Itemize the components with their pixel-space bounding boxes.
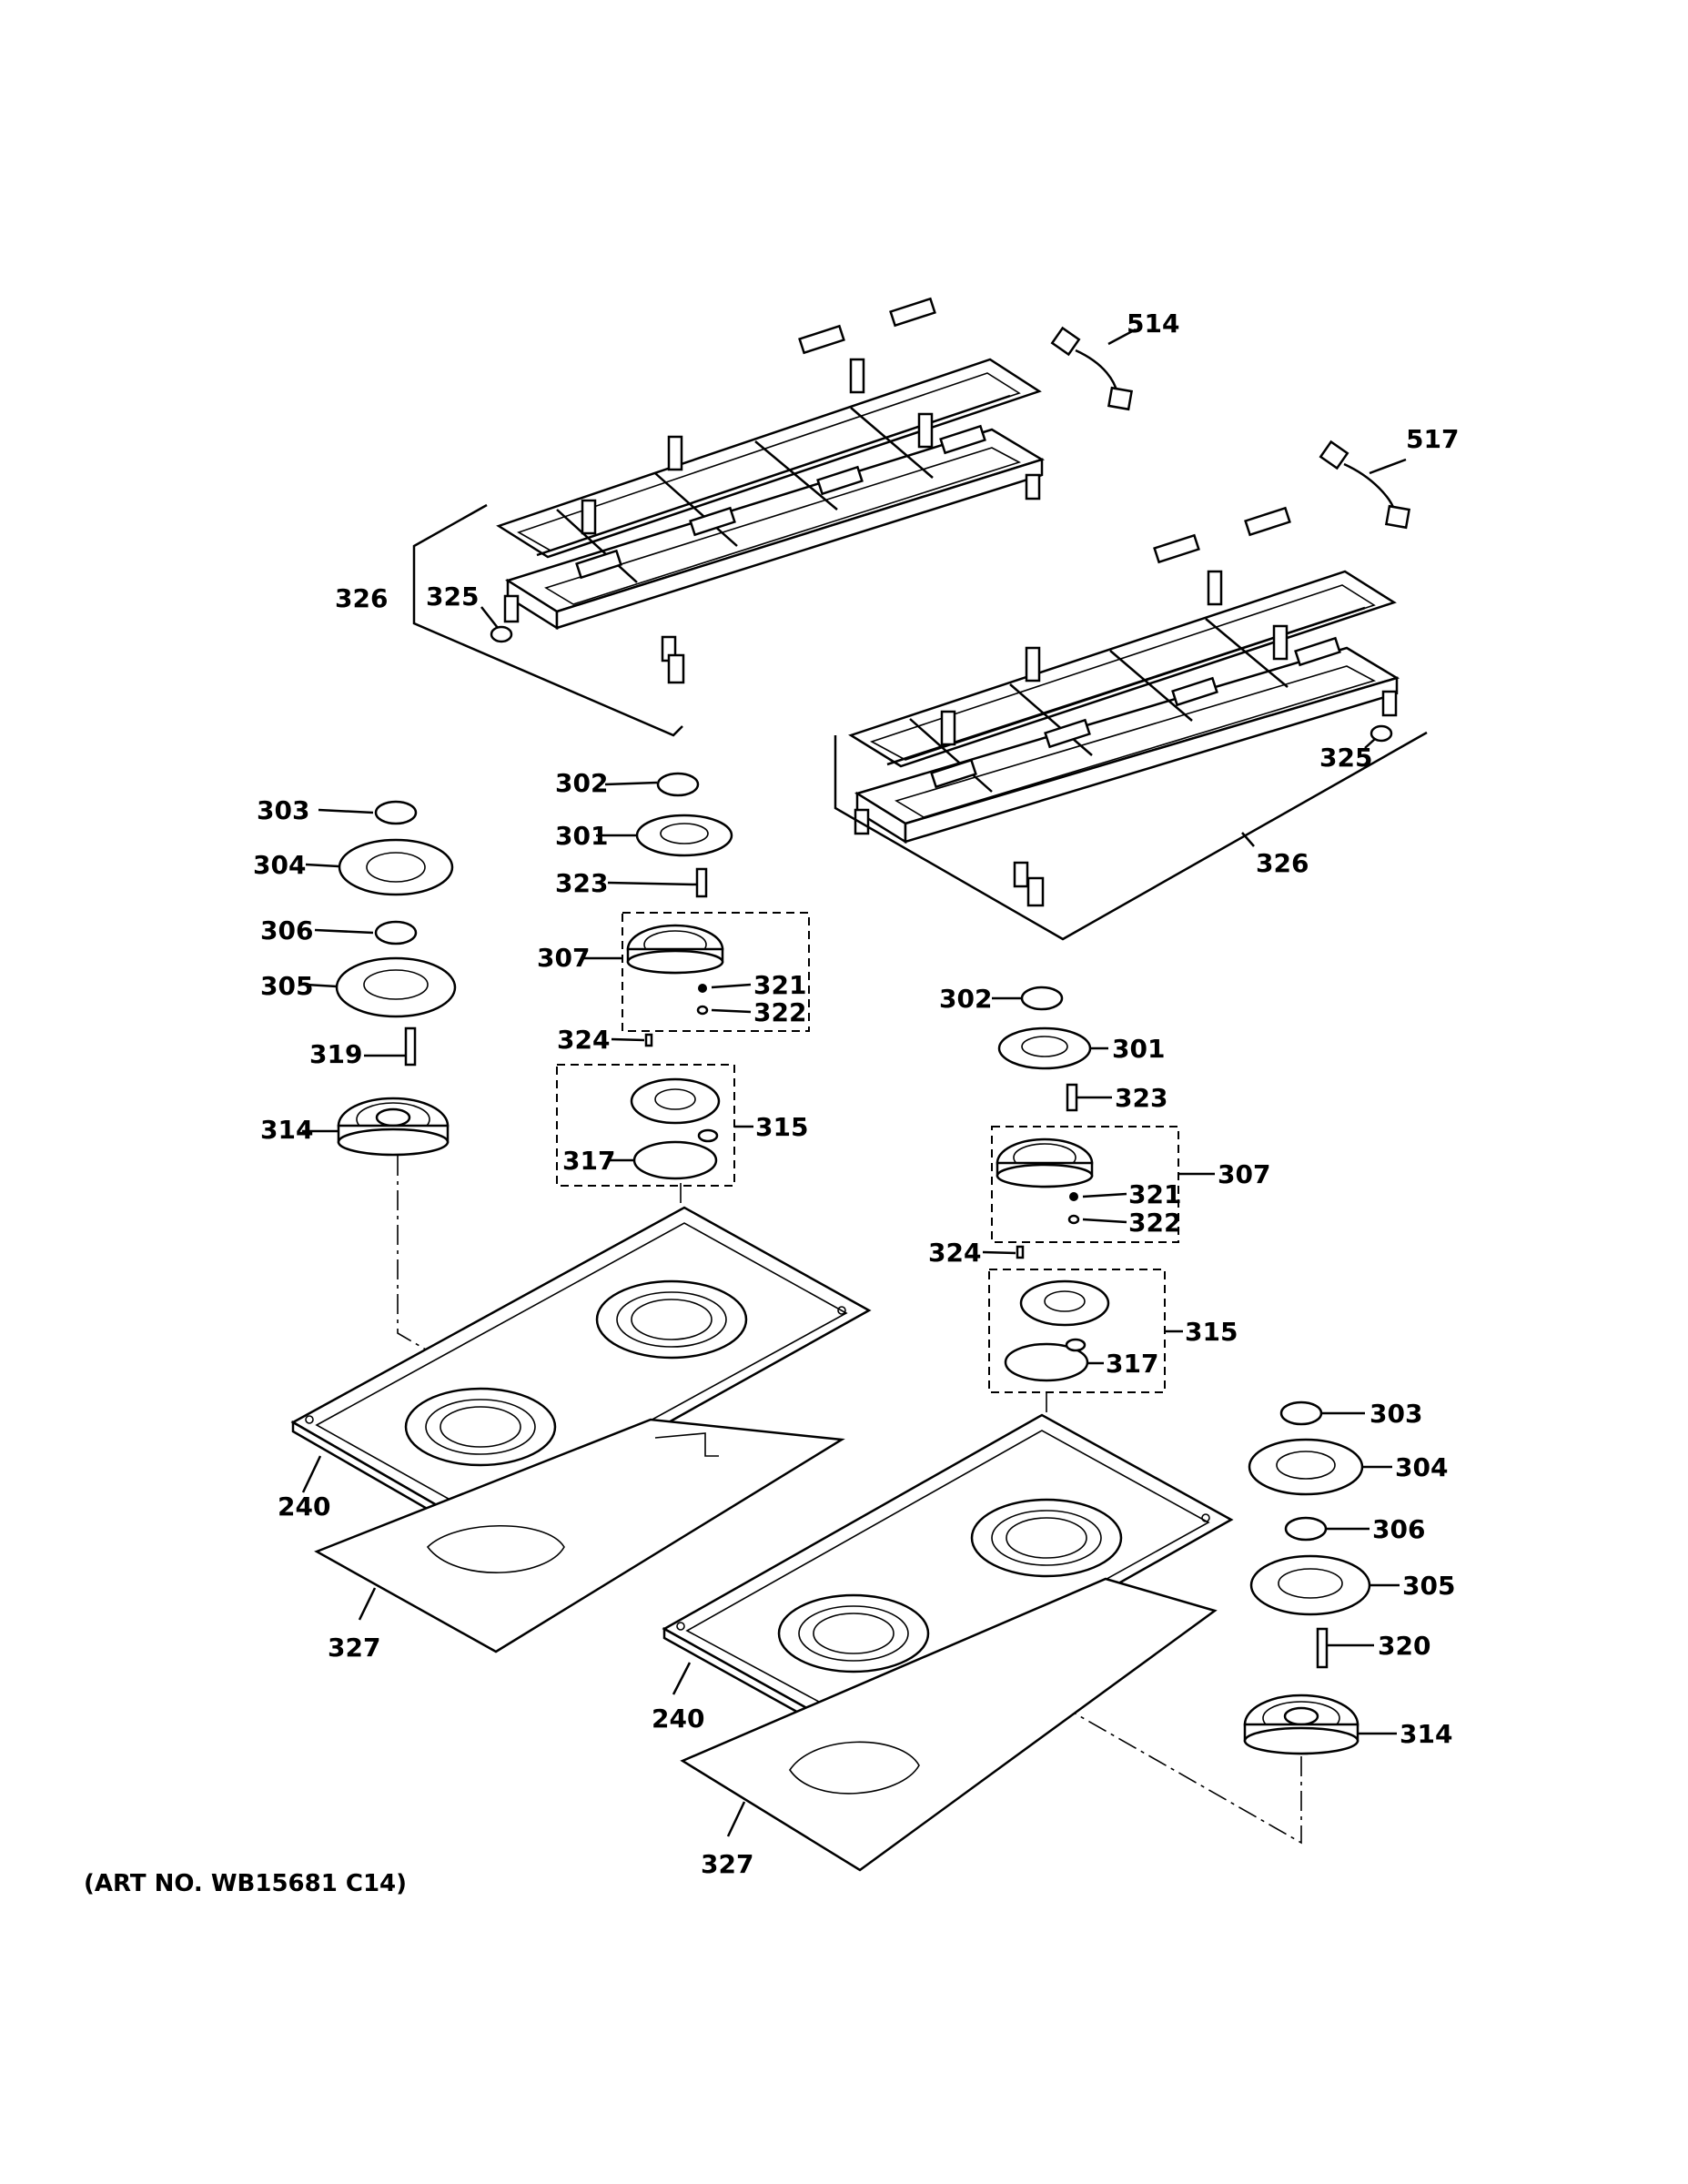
label-315-center-right: 315 — [1185, 1317, 1238, 1347]
label-302-center-right: 302 — [939, 984, 992, 1014]
label-323-center-right: 323 — [1115, 1083, 1167, 1113]
gas-line-514 — [1050, 326, 1137, 411]
label-322-center-right: 322 — [1128, 1208, 1181, 1238]
center-left-burner-stack — [556, 772, 810, 1347]
label-321-center-left: 321 — [753, 970, 806, 1000]
label-326-left: 326 — [335, 583, 388, 613]
label-306-right: 306 — [1372, 1514, 1425, 1544]
label-240-right: 240 — [652, 1704, 704, 1734]
label-302-center-left: 302 — [555, 768, 608, 798]
label-320: 320 — [1378, 1631, 1430, 1661]
label-325-left: 325 — [426, 581, 479, 612]
label-303-left: 303 — [257, 795, 309, 825]
callout-labels: 514 517 326 325 325 326 303 304 306 305 … — [253, 308, 1459, 1879]
label-307-center-right: 307 — [1218, 1159, 1270, 1189]
label-322-center-left: 322 — [753, 997, 806, 1027]
label-304-left: 304 — [253, 850, 306, 880]
label-325-right: 325 — [1319, 743, 1372, 773]
label-324-center-right: 324 — [928, 1238, 981, 1268]
label-319: 319 — [309, 1039, 362, 1069]
label-317-center-right: 317 — [1106, 1349, 1158, 1379]
label-305-right: 305 — [1402, 1571, 1455, 1601]
label-314-right: 314 — [1400, 1719, 1452, 1749]
gas-line-517 — [1319, 440, 1411, 530]
label-324-center-left: 324 — [557, 1025, 610, 1055]
label-306-left: 306 — [260, 915, 313, 945]
label-327-left: 327 — [328, 1633, 380, 1663]
art-number: (ART NO. WB15681 C14) — [84, 1870, 407, 1897]
label-314-left: 314 — [260, 1115, 313, 1145]
label-307-center-left: 307 — [537, 943, 590, 973]
label-240-left: 240 — [278, 1491, 330, 1522]
label-514: 514 — [1127, 308, 1179, 339]
label-301-center-left: 301 — [555, 821, 608, 851]
label-327-right: 327 — [701, 1849, 753, 1879]
left-large-burner-stack — [302, 800, 492, 1420]
label-323-center-left: 323 — [555, 868, 608, 898]
label-304-right: 304 — [1395, 1452, 1448, 1482]
center-right-burner-stack — [982, 986, 1215, 1574]
label-317-center-left: 317 — [562, 1146, 615, 1176]
label-301-center-right: 301 — [1112, 1034, 1165, 1064]
left-grate — [412, 297, 1046, 737]
label-326-right: 326 — [1256, 848, 1309, 878]
label-305-left: 305 — [260, 971, 313, 1001]
left-insulation-pad — [314, 1418, 845, 1653]
label-303-right: 303 — [1370, 1399, 1422, 1429]
right-large-burner-stack — [854, 1400, 1400, 1845]
right-insulation-pad — [680, 1577, 1218, 1872]
right-grate — [834, 506, 1428, 941]
label-517: 517 — [1406, 424, 1459, 454]
label-321-center-right: 321 — [1128, 1179, 1181, 1209]
label-315-center-left: 315 — [755, 1112, 808, 1142]
